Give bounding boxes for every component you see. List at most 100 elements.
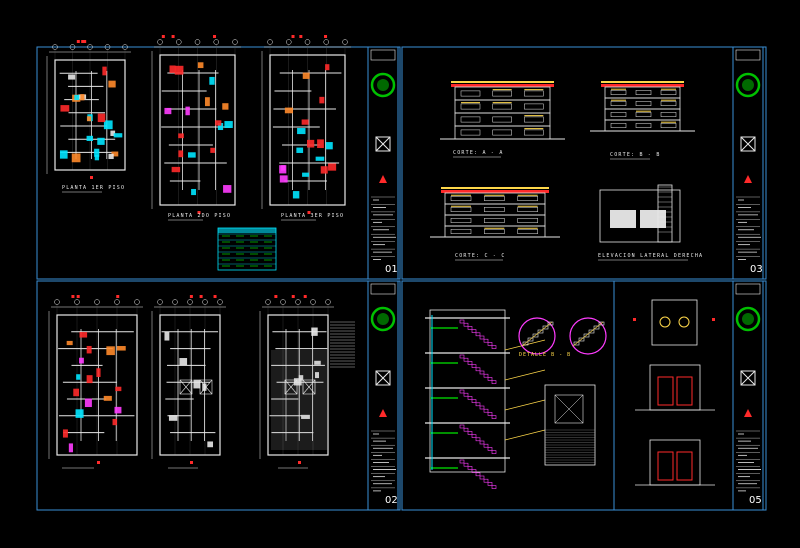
- section-marker: [274, 295, 278, 298]
- title-block-frame: [732, 280, 764, 511]
- stair-plan: [544, 384, 596, 466]
- fixture: [96, 368, 101, 377]
- section-marker: [71, 295, 75, 298]
- fixture: [210, 147, 215, 153]
- stair-step: [483, 443, 489, 448]
- grid-bubble: [325, 299, 331, 305]
- emblem-logo-icon: [370, 72, 396, 98]
- fixture: [298, 375, 304, 381]
- detail-circle: [569, 317, 607, 355]
- roof-slab: [451, 84, 554, 87]
- section-marker: [83, 40, 87, 43]
- fixture: [111, 151, 119, 157]
- fixture: [79, 357, 84, 364]
- section-marker: [199, 295, 203, 298]
- grid-bubble: [157, 39, 163, 45]
- window: [524, 129, 544, 136]
- void-diagonal: [179, 379, 193, 395]
- label-detalle-b-b: DETALLE B - B: [519, 352, 572, 358]
- detail-step: [588, 329, 595, 334]
- floor-plan: [46, 40, 131, 179]
- stair-step: [467, 396, 473, 400]
- stair-step: [463, 322, 469, 327]
- door-panel: [676, 451, 693, 481]
- window: [610, 101, 627, 106]
- stair-step: [491, 415, 497, 419]
- void-cross: [302, 379, 316, 395]
- stair-step: [475, 402, 481, 407]
- fixture: [103, 120, 113, 130]
- stair-core-cross: [554, 394, 584, 424]
- elevation-outline: [599, 189, 681, 243]
- fixture: [178, 133, 184, 139]
- building-section: [440, 81, 565, 140]
- fixture: [204, 97, 210, 107]
- fixture: [319, 96, 325, 104]
- sheet-frame-03: [401, 46, 767, 280]
- section-marker: [171, 35, 175, 38]
- emblem-logo-icon: [742, 313, 754, 325]
- title-block-header: [735, 49, 761, 61]
- fixture: [328, 163, 337, 171]
- title-block-header: [370, 49, 396, 61]
- door-panel: [676, 376, 693, 406]
- grid-bubble: [87, 44, 93, 50]
- window: [660, 90, 677, 95]
- section-marker: [76, 295, 80, 298]
- window: [660, 112, 677, 117]
- section-marker: [197, 211, 201, 214]
- window: [484, 196, 505, 201]
- fixture: [317, 139, 324, 149]
- detail-line: [572, 321, 604, 347]
- fixture: [191, 188, 197, 196]
- fixture: [79, 332, 88, 338]
- stair-step: [479, 405, 485, 410]
- window: [492, 90, 512, 97]
- grid-bubble: [176, 39, 182, 45]
- grid-bubble: [114, 299, 120, 305]
- elevation-panel: [640, 210, 666, 228]
- window: [460, 129, 481, 136]
- grid-bubble: [323, 39, 329, 45]
- section-marker: [161, 35, 165, 38]
- fixture: [222, 103, 229, 110]
- window: [610, 123, 627, 128]
- fixture: [185, 106, 190, 116]
- fixture: [215, 120, 222, 126]
- stair-step: [491, 380, 497, 384]
- section-marker: [213, 35, 217, 38]
- grid-bubble: [265, 299, 271, 305]
- stair-step: [471, 329, 477, 333]
- label-planta-1er-piso: PLANTA 1ER PISO: [62, 185, 126, 191]
- void-diagonal: [199, 379, 213, 395]
- leader-line: [504, 429, 546, 441]
- stair-step: [463, 427, 469, 432]
- stair-step: [479, 335, 485, 340]
- fixture: [207, 441, 214, 448]
- stair-step: [463, 392, 469, 397]
- leader-line: [504, 369, 546, 381]
- stair-step: [487, 447, 493, 451]
- detail-step: [583, 333, 590, 338]
- fixture: [320, 166, 328, 174]
- stair-step: [479, 475, 485, 480]
- fixture: [60, 105, 70, 112]
- fixture: [224, 121, 233, 128]
- window: [660, 123, 677, 128]
- detail-line: [521, 321, 553, 347]
- fixture: [292, 191, 300, 199]
- stair-step: [483, 338, 489, 343]
- fixture: [223, 185, 232, 193]
- stair-step: [487, 377, 493, 381]
- door-panel: [657, 376, 674, 406]
- floor-plan: [261, 35, 351, 214]
- detail-step: [532, 333, 539, 338]
- fixture: [68, 443, 73, 453]
- void-diagonal: [284, 379, 298, 395]
- fixture: [179, 358, 188, 366]
- label-planta-2do-piso: PLANTA 2DO PISO: [168, 213, 232, 219]
- detail-circle: [518, 317, 556, 355]
- emblem-logo-icon: [735, 306, 761, 332]
- fixture: [178, 150, 184, 158]
- section-marker: [90, 176, 93, 179]
